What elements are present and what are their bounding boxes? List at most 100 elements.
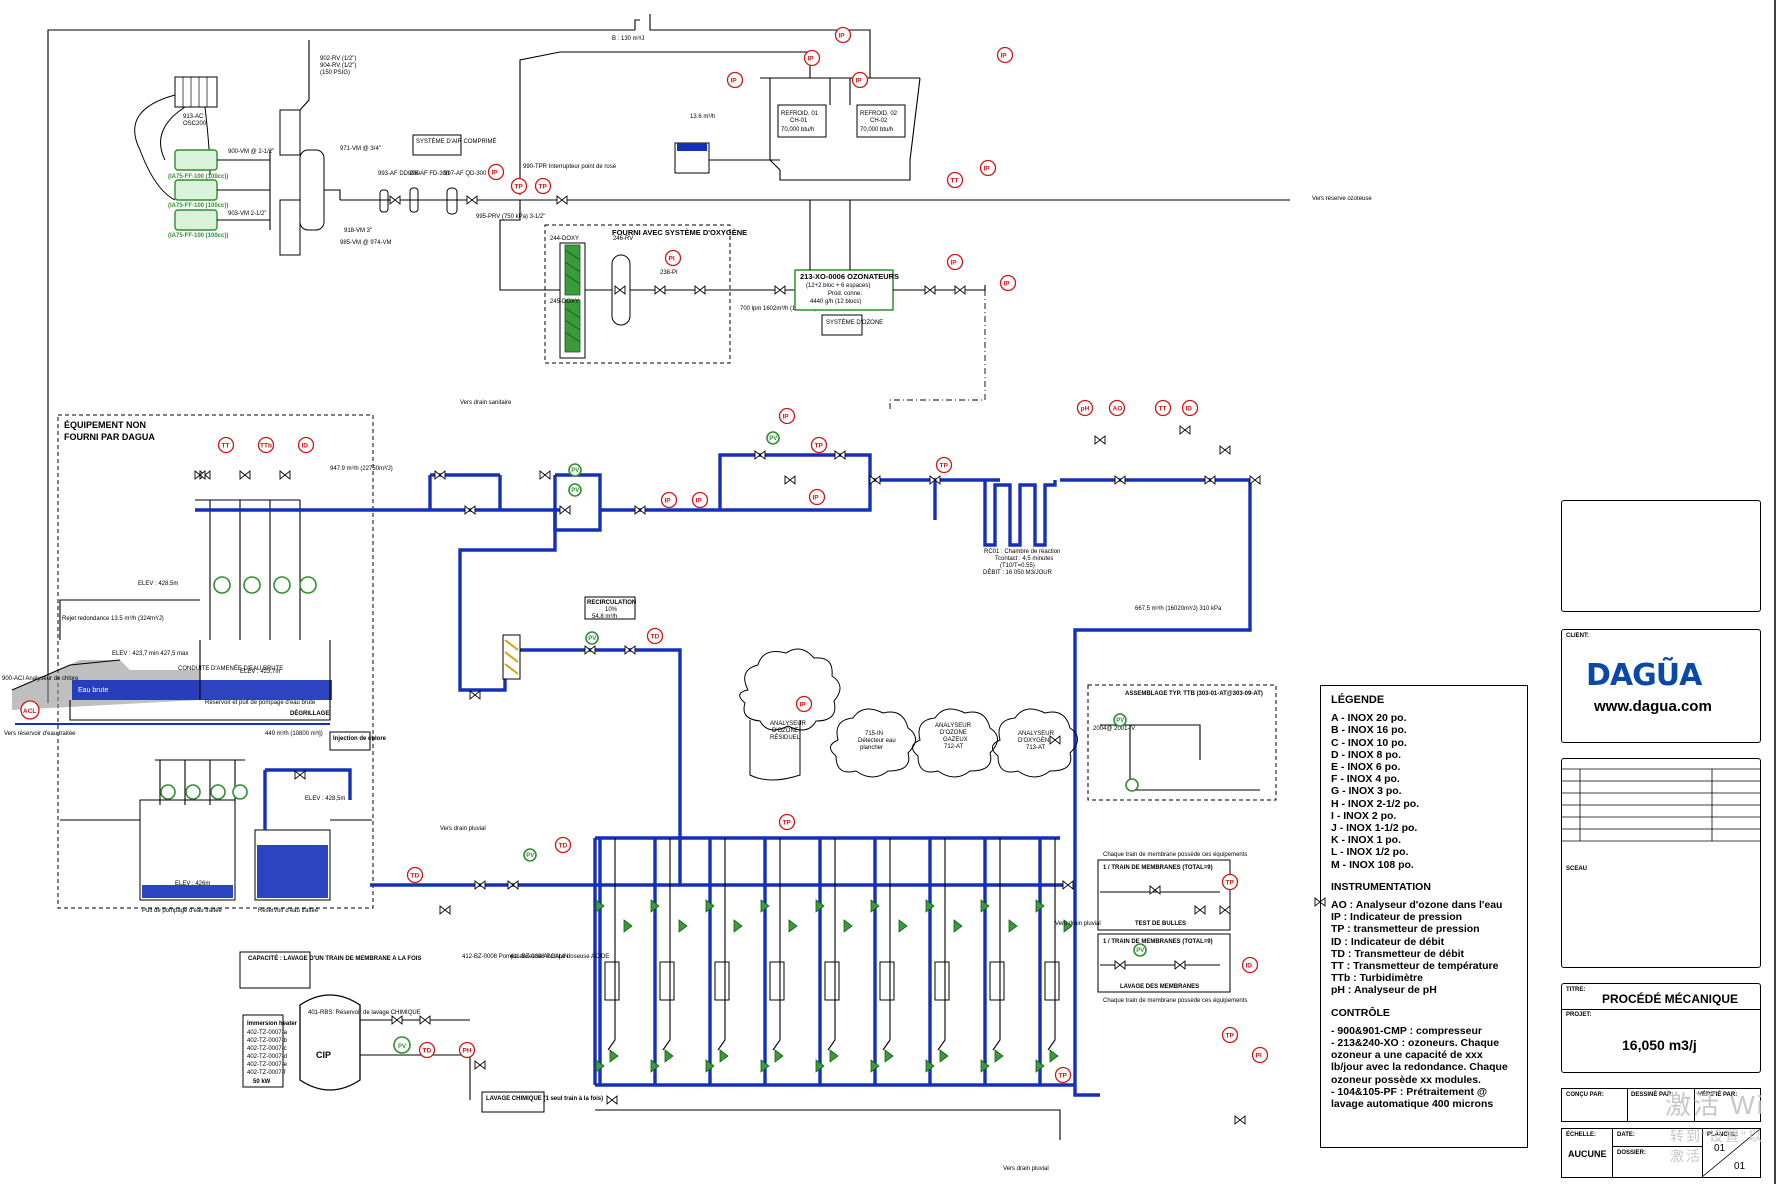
membrane-module <box>934 961 950 1001</box>
legend-pipe: H - INOX 2-1/2 po. <box>1331 797 1420 810</box>
svg-text:412-BZ-0008 Pompe doseuse ALCA: 412-BZ-0008 Pompe doseuse ALCALIN <box>462 954 568 960</box>
cip-area: CAPACITÉ : LAVAGE D'UN TRAIN DE MEMBRANE… <box>239 951 609 1113</box>
svg-text:402-TZ-0007-a: 402-TZ-0007-a <box>247 1030 288 1036</box>
valve-icon <box>614 285 626 295</box>
svg-text:238-PI: 238-PI <box>660 270 678 276</box>
svg-text:918-VM 3": 918-VM 3" <box>344 228 372 234</box>
svg-text:54,8 m³/h: 54,8 m³/h <box>592 614 617 620</box>
valve-icon <box>439 905 451 915</box>
svg-text:993-AF DD-200: 993-AF DD-200 <box>378 171 421 177</box>
valve-icon <box>1219 445 1231 455</box>
instrument-bubble: ID <box>1241 956 1259 974</box>
svg-text:995-PRV (750 kPa) 3-1/2": 995-PRV (750 kPa) 3-1/2" <box>476 214 545 220</box>
membrane-module <box>989 961 1005 1001</box>
valve-icon <box>469 690 481 700</box>
svg-text:TP: TP <box>783 819 792 826</box>
instrument-bubble: TP <box>810 436 828 454</box>
dagua-url[interactable]: www.dagua.com <box>1594 698 1712 715</box>
valve-icon <box>539 470 551 480</box>
instrument-bubble: IP <box>946 253 964 271</box>
legend-instr: TP : transmetteur de pression <box>1331 923 1480 936</box>
membrane-valve <box>1035 899 1045 913</box>
instrument-bubble: IP <box>996 46 1014 64</box>
svg-text:ID: ID <box>302 442 309 449</box>
membrane-valve <box>609 1049 619 1063</box>
legend-pipe: J - INOX 1-1/2 po. <box>1331 822 1418 835</box>
legend-pipe: E - INOX 6 po. <box>1331 761 1401 774</box>
legend-ctl: - 213&240-XO : ozoneurs. Chaque ozoneur … <box>1331 1037 1508 1086</box>
svg-text:ELEV : 428,5m: ELEV : 428,5m <box>138 581 178 587</box>
instrument-bubble: ID <box>1181 399 1199 417</box>
svg-text:IP: IP <box>1004 280 1011 287</box>
legend-pipe: D - INOX 8 po. <box>1331 748 1402 761</box>
membrane-module <box>824 961 840 1001</box>
valve-icon <box>1194 905 1206 915</box>
title-panel: TITRE: PROCÉDÉ MÉCANIQUE PROJET: 16,050 … <box>1561 983 1761 1073</box>
svg-text:TP: TP <box>515 183 524 190</box>
membrane-module <box>1044 961 1060 1001</box>
membrane-module <box>879 961 895 1001</box>
svg-text:ELEV : 426m: ELEV : 426m <box>175 881 210 887</box>
svg-text:IP: IP <box>665 497 672 504</box>
recirculation: RECIRCULATION 10% 54,8 m³/h <box>502 596 636 680</box>
membrane-valve <box>678 919 688 933</box>
instrument-bubble: TT <box>217 436 235 454</box>
valve-icon <box>194 470 206 480</box>
svg-text:402-TZ-0007-b: 402-TZ-0007-b <box>247 1038 288 1044</box>
date-label: DATE: <box>1617 1132 1635 1138</box>
echelle-value: AUCUNE <box>1568 1149 1607 1159</box>
svg-text:TTb: TTb <box>260 442 272 449</box>
svg-text:GAZEUX: GAZEUX <box>943 737 968 743</box>
control-valve-icon: PV <box>1133 943 1147 957</box>
svg-text:985-VM @ 974-VM: 985-VM @ 974-VM <box>340 240 391 246</box>
svg-text:PI: PI <box>669 255 675 262</box>
svg-text:PV: PV <box>1136 948 1144 954</box>
svg-text:REFROID. 02: REFROID. 02 <box>860 111 898 117</box>
membrane-valve <box>884 1049 894 1063</box>
legend-pipe: A - INOX 20 po. <box>1331 712 1407 725</box>
svg-text:IP: IP <box>696 497 703 504</box>
svg-text:Immersion heater: Immersion heater <box>247 1021 298 1027</box>
membrane-valve <box>870 1059 880 1073</box>
raw-pumps <box>155 499 317 805</box>
instrument-bubble: IP <box>834 26 852 44</box>
membrane-valve <box>623 919 633 933</box>
svg-text:ANALYSEUR: ANALYSEUR <box>1018 731 1055 737</box>
svg-text:TT: TT <box>1159 405 1167 412</box>
svg-text:IP: IP <box>783 413 790 420</box>
control-valve-icon: PV <box>766 431 780 445</box>
membrane-module <box>604 961 620 1001</box>
membrane-test-areas: 1 / TRAIN DE MEMBRANES (TOTAL=9) TEST DE… <box>1097 852 1247 1004</box>
legend-instr: ID : Indicateur de débit <box>1331 935 1445 948</box>
control-valve-icon: PV <box>523 848 537 862</box>
svg-text:IP: IP <box>492 169 499 176</box>
instrument-bubble: PH <box>458 1041 476 1059</box>
ozone-generator: 213-XO-0006 OZONATEURS (12+2 bloc + 6 es… <box>794 200 986 336</box>
valve-icon <box>419 1015 431 1025</box>
svg-text:1 / TRAIN DE MEMBRANES (TOTAL=: 1 / TRAIN DE MEMBRANES (TOTAL=9) <box>1103 939 1213 945</box>
svg-text:997-AF QD-300: 997-AF QD-300 <box>444 171 487 177</box>
instrument-bubble: IP <box>778 407 796 425</box>
legend-pipe: I - INOX 2 po. <box>1331 809 1397 822</box>
instrument-bubble: TP <box>510 177 528 195</box>
svg-text:213-XO-0006 OZONATEURS: 213-XO-0006 OZONATEURS <box>800 272 899 281</box>
titre-label: TITRE: <box>1566 987 1586 993</box>
legend-instr: TD : Transmetteur de débit <box>1331 947 1465 960</box>
instrument-bubble: TD <box>406 866 424 884</box>
svg-text:PV: PV <box>769 436 777 442</box>
svg-text:244-DOXY: 244-DOXY <box>550 236 579 242</box>
membrane-valve <box>980 1059 990 1073</box>
ttb-assembly: ASSEMBLAGE TYP. TTB (303-01-AT@303-09-AT… <box>1087 684 1277 801</box>
signoff-panel: CONÇU PAR: DESSINÉ PAR: VÉRIFIÉ PAR: <box>1561 1088 1761 1122</box>
legend-pipe: C - INOX 10 po. <box>1331 736 1407 749</box>
valve-icon <box>1062 880 1074 890</box>
instrument-bubble: AO <box>1108 399 1126 417</box>
membrane-valve <box>774 1049 784 1063</box>
valve-icon <box>279 470 291 480</box>
svg-text:DÉBIT : 16 050 M3/JOUR: DÉBIT : 16 050 M3/JOUR <box>983 569 1053 576</box>
valve-icon <box>784 475 796 485</box>
instrument-bubble: IP <box>691 491 709 509</box>
svg-text:CONDUITE D'AMENÉE D'EAU BRUTE: CONDUITE D'AMENÉE D'EAU BRUTE <box>178 665 283 672</box>
control-valve-icon: PV <box>585 631 599 645</box>
svg-text:ASSEMBLAGE TYP. TTB (303-01-AT: ASSEMBLAGE TYP. TTB (303-01-AT@303-09-AT… <box>1125 691 1263 697</box>
